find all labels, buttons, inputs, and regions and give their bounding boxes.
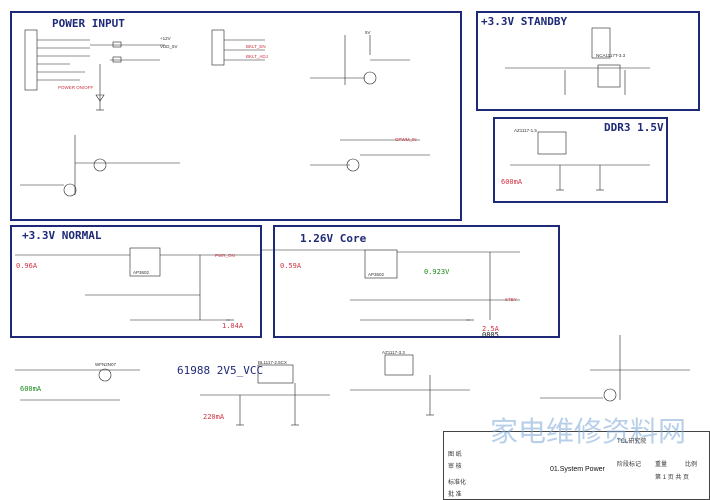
q-input-label: WFN2N07 [95,362,117,367]
company-label: TCL研究院 [617,439,647,445]
standby-frame [476,11,700,111]
bklt-en-signal: BKLT_EN [246,44,266,49]
ddr-frame [493,117,668,203]
sheet-total: 页 [683,475,690,481]
core-voltage: 0.923V [424,268,450,276]
row-label-0: 图 纸 [448,452,462,458]
ic-ddr-label: AZ1117-1.5 [514,128,537,133]
vdd-5v-label: VDD_5V [160,44,178,49]
ddr-title: DDR3 1.5V [604,121,664,134]
ic-vcc-label: BL1117-2.5CX [258,360,287,365]
ratio-label: 比例 [685,462,698,468]
power-input-title: POWER INPUT [52,17,125,30]
sheet-num: 1 [662,475,667,481]
power-input-frame [10,11,462,221]
stage-label: 阶段标记 [617,462,642,468]
core-current: 0.59A [280,262,302,270]
sheet-label: 第 [655,475,662,481]
core-frame [273,225,560,338]
pwr-on-signal: PWR_ON [215,253,235,258]
opwm-in-signal: OPWM_IN [395,137,417,142]
weight-label: 重量 [655,462,668,468]
ic-standby-label: NCA1117T-3.3 [596,53,626,58]
v12-label: +12V [160,36,171,41]
normal-current-b: 1.04A [222,322,244,330]
normal-title: +3.3V NORMAL [22,229,102,242]
power-on-off-signal: POWER ON/OFF [58,85,94,90]
bklt-adj-signal: BKLT_ADJ [246,54,268,59]
watermark-logo: 家电维修资料网 [490,415,687,448]
row-label-1: 审 核 [448,464,462,470]
stby-signal: STBY [505,297,517,302]
ic-misc-label: AZ1117-3.3 [382,350,405,355]
ic-normal-label: AP3602 [133,270,150,275]
core-i2: 2.5A [482,325,499,333]
sheet-indicator: 第 1 页 共 页 [655,472,689,481]
misc-current: 600mA [20,385,42,393]
vcc-title: 61988 2V5_VCC [177,364,264,377]
row-label-3: 批 准 [448,492,462,498]
row-label-2: 标准化 [448,480,467,486]
ic-core-label: AP3602 [368,272,385,277]
normal-current-a: 0.96A [16,262,38,270]
normal-frame [10,225,262,338]
core-title: 1.26V Core [300,232,367,245]
standby-title: +3.3V STANDBY [481,15,568,28]
drawing-title: 01.System Power [550,466,605,473]
v5-label: 5V [365,30,371,35]
sheet-of: 页 共 [667,475,682,481]
ddr-current: 600mA [501,178,523,186]
core-part: 0805 [482,331,499,339]
vcc-current: 220mA [203,413,225,421]
